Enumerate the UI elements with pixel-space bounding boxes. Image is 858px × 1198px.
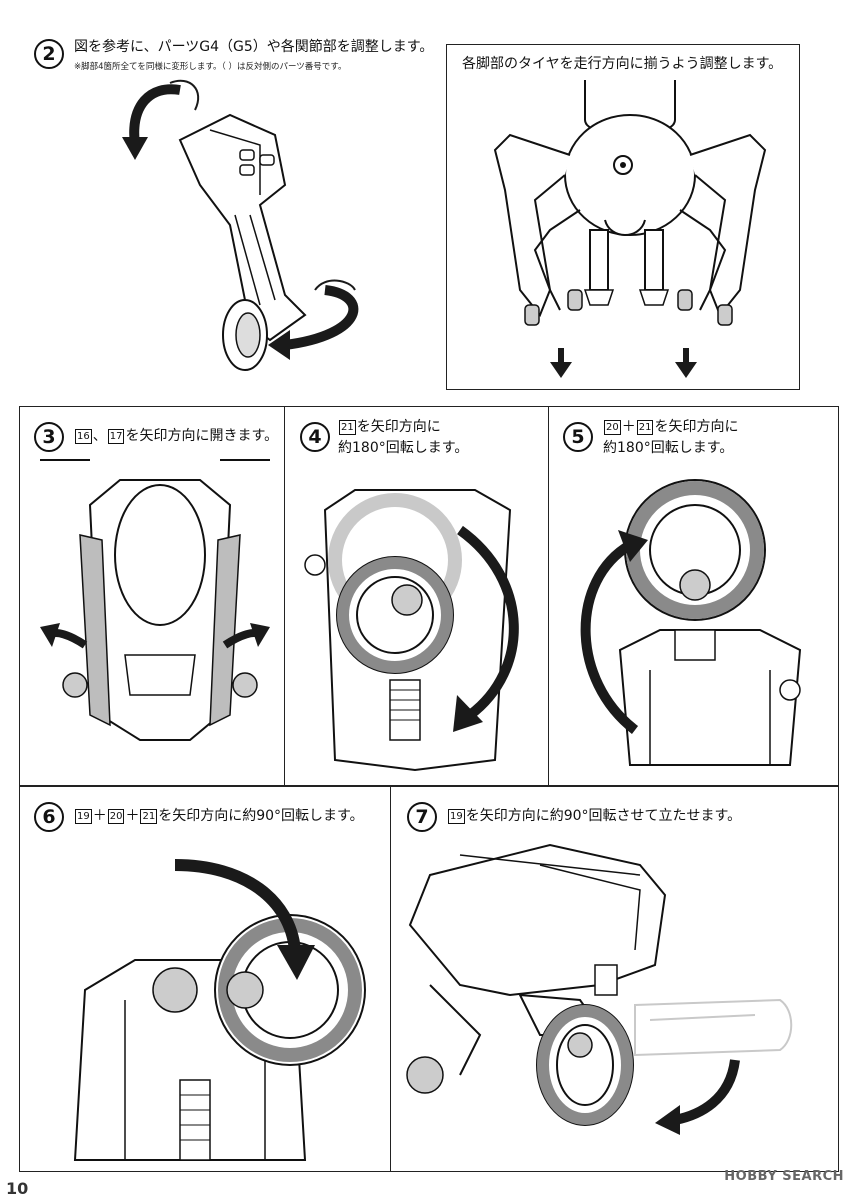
part-separator: 、 [92,428,107,444]
step-5-text-line-2: 約180°回転します。 [603,440,734,456]
part-17-label: 17 [107,429,125,444]
step-7-text: を矢印方向に約90°回転させて立たせます。 [465,808,742,824]
step-3-number: 3 [34,422,64,452]
page-number: 10 [6,1179,29,1198]
plus-sign: ＋ [125,808,140,824]
row-3-frame [19,786,839,1172]
step-5-wheel-rotation-illustration [580,479,802,766]
part-19-label: 19 [75,809,92,824]
part-20-label: 20 [107,809,125,824]
part-19-label: 19 [448,809,465,824]
step-2-number: 2 [34,39,64,69]
part-16-label: 16 [75,429,92,444]
part-21-label: 21 [140,809,158,824]
step-5-number: 5 [563,422,593,452]
step-4-text-line-2: 約180°回転します。 [338,440,469,456]
step-2-detail-text: 各脚部のタイヤを走行方向に揃うよう調整します。 [462,56,783,72]
part-21-label: 21 [636,420,654,435]
step-6-wheel-rotation-illustration [73,859,366,1161]
plus-sign: ＋ [92,808,107,824]
part-20-label: 20 [604,420,621,435]
plus-sign: ＋ [621,419,636,435]
part-21-label: 21 [339,420,356,435]
step-4-text-1: を矢印方向に [356,419,441,435]
step-2-note: ※脚部4箇所全てを同様に変形します。（ ）は反対側のパーツ番号です。 [74,62,347,72]
step-7-number: 7 [407,802,437,832]
step-2-detail-box [446,44,800,390]
step-6-number: 6 [34,802,64,832]
step-3-body-illustration [40,459,270,741]
watermark: HOBBY SEARCH [724,1169,844,1184]
step-5-text-1: を矢印方向に [654,419,739,435]
row-3-divider [390,786,391,1172]
step-7-standing-illustration [406,843,793,1135]
step-2-text: 図を参考に、パーツG4（G5）や各関節部を調整します。 [74,39,434,55]
step-2-robot-illustration [493,80,767,378]
step-4-wheel-rotation-illustration [304,489,519,772]
row-2-dividers [284,406,549,786]
step-3-text: を矢印方向に開きます。 [125,428,279,444]
step-6-text: を矢印方向に約90°回転します。 [158,808,364,824]
step-2-leg-illustration [122,79,359,371]
step-4-number: 4 [300,422,330,452]
row-2-frame [19,406,839,786]
